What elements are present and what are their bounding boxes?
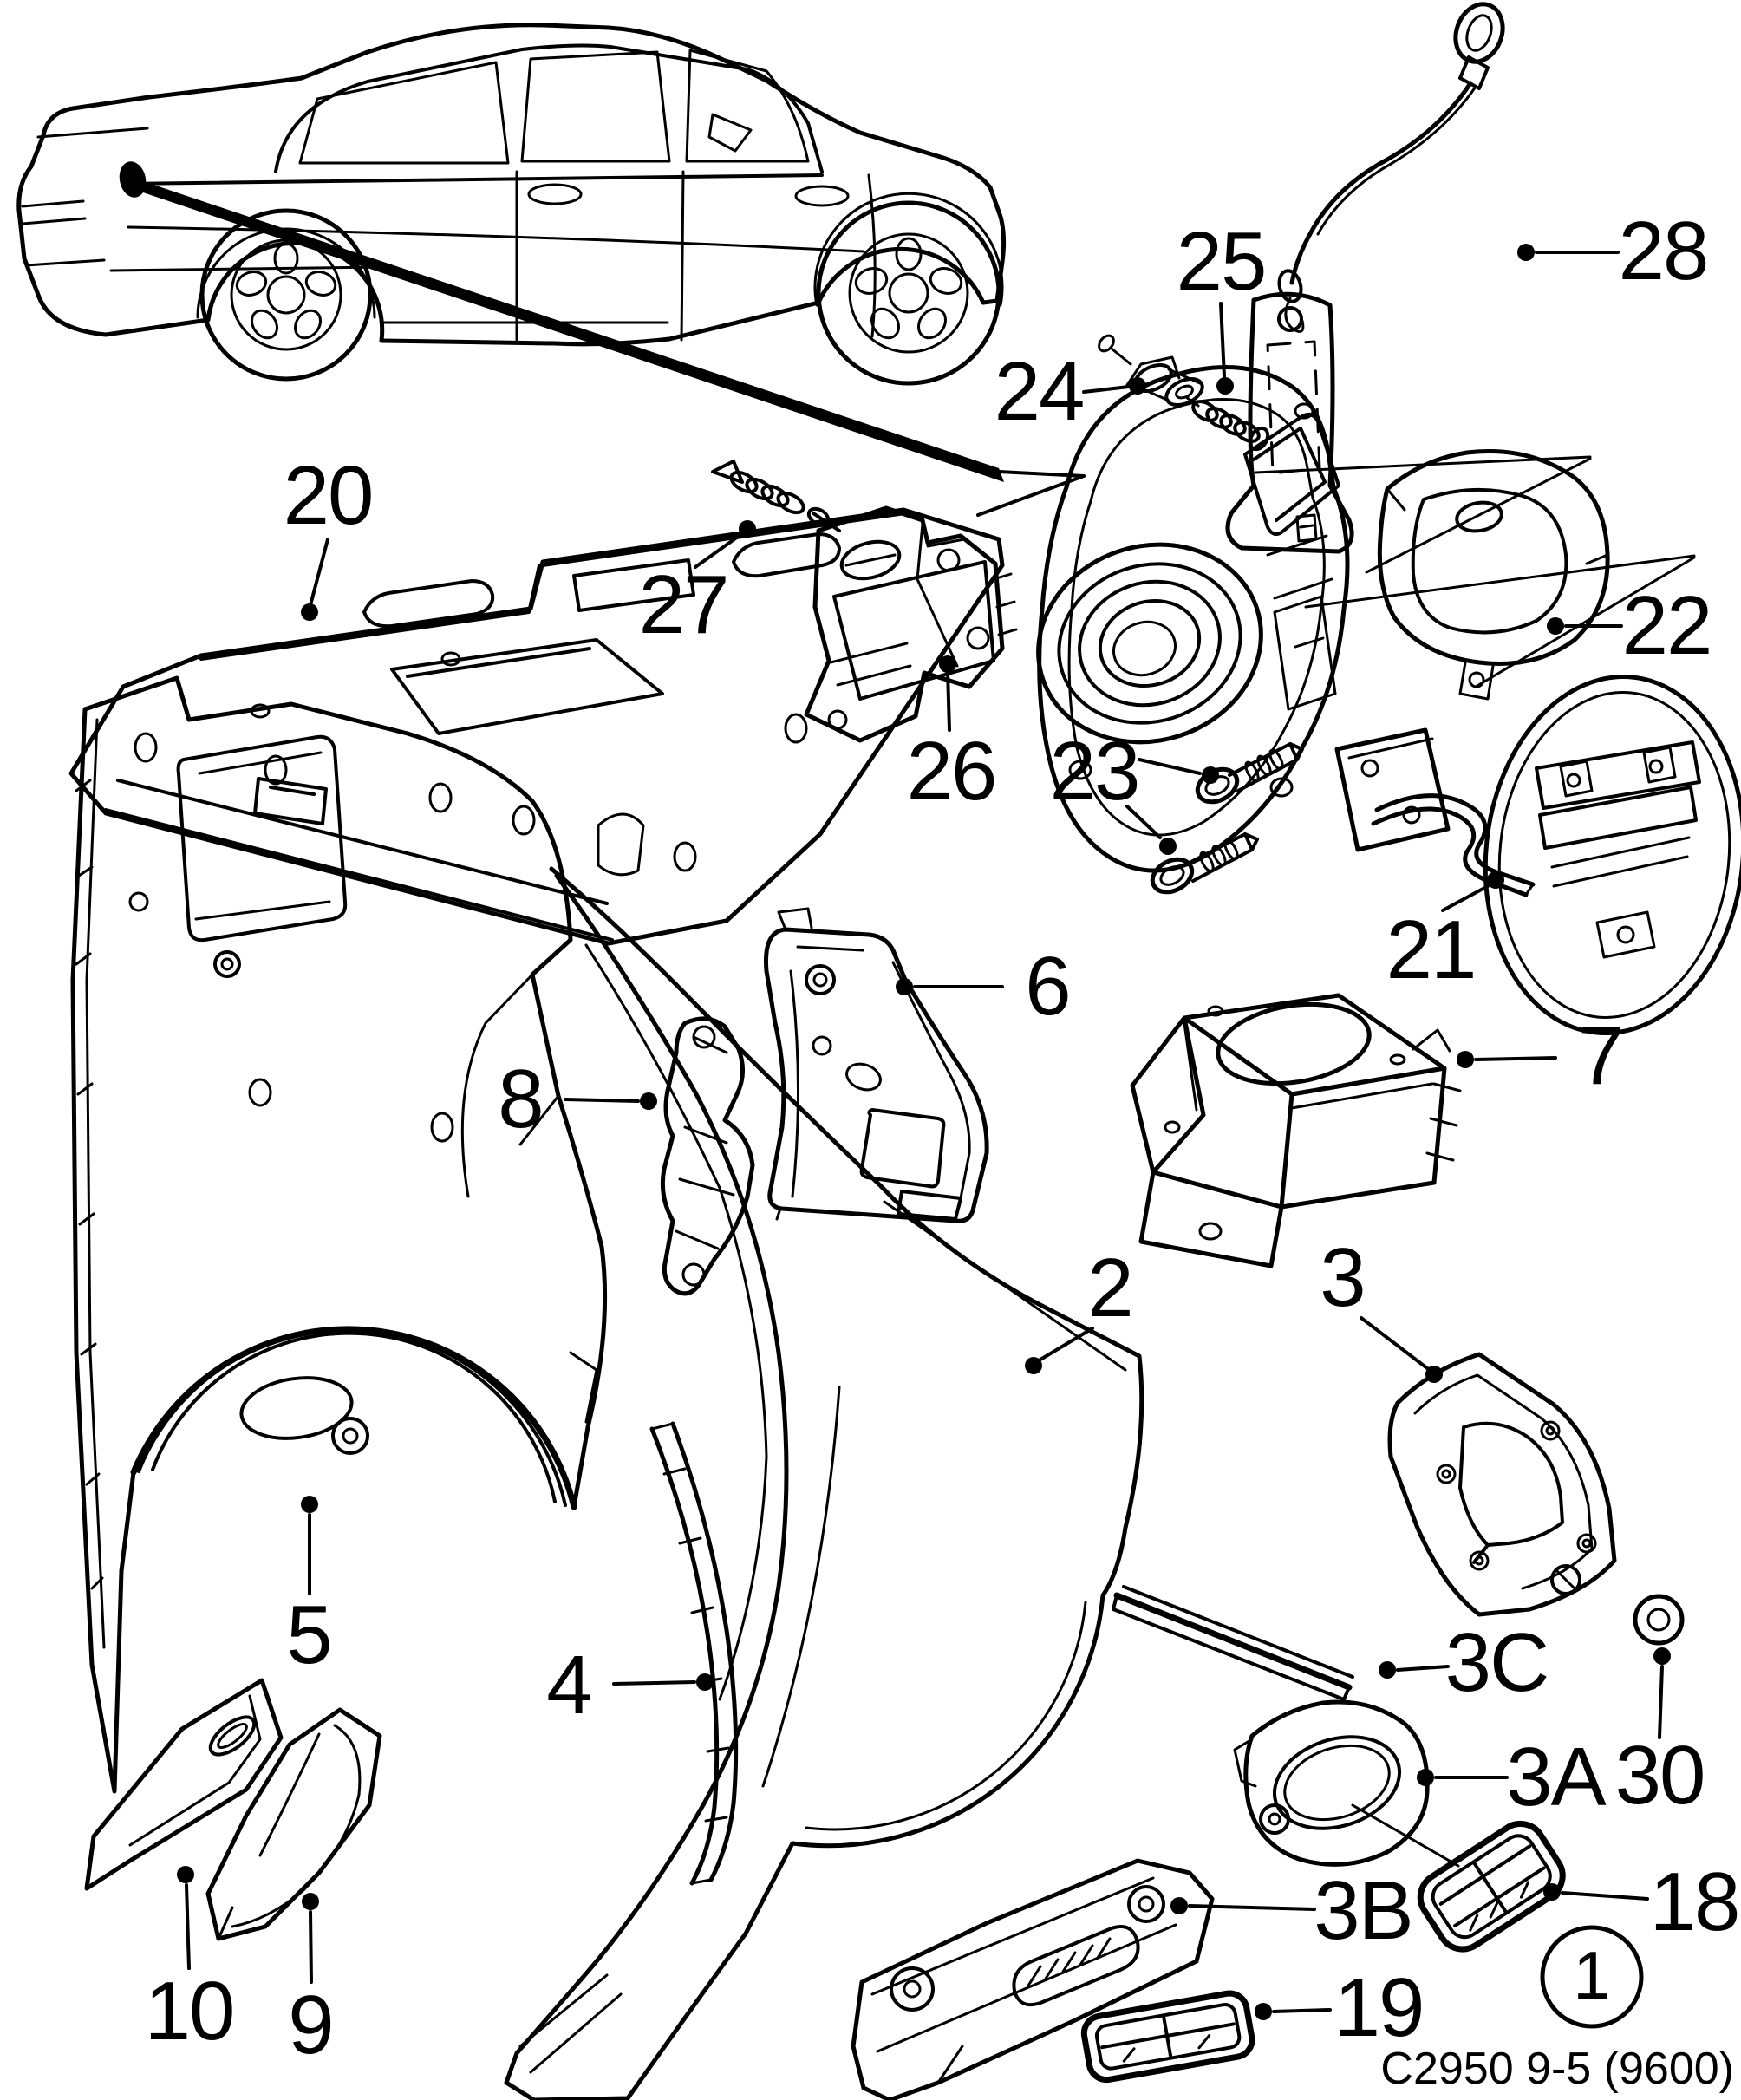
callout-6[interactable]: 6 [1025, 940, 1071, 1033]
part-3a-panel [1233, 1699, 1460, 1868]
callout-8[interactable]: 8 [498, 1053, 544, 1145]
callout-2[interactable]: 2 [1087, 1242, 1133, 1334]
callout-22[interactable]: 22 [1621, 579, 1713, 672]
filler-flap-hinge [1334, 727, 1536, 897]
callout-21[interactable]: 21 [1386, 903, 1477, 996]
part-30-grommet [1633, 1594, 1685, 1646]
callout-3b[interactable]: 3B [1314, 1864, 1413, 1957]
sheet-number: 1 [1573, 1937, 1611, 2013]
fuel-door-location-marker [119, 161, 147, 198]
callout-5[interactable]: 5 [286, 1588, 332, 1681]
callout-3c[interactable]: 3C [1444, 1616, 1550, 1709]
car-side-view-illustration [16, 23, 1007, 386]
part-22-filler-pocket [1377, 449, 1610, 701]
part-28-cap-tether [1225, 2, 1505, 554]
part-2-quarter-panel [504, 866, 1144, 2100]
part-8-reinforcement [660, 1016, 755, 1296]
part-3b-bracket [851, 1858, 1215, 2100]
callout-4[interactable]: 4 [546, 1639, 592, 1732]
callout-20[interactable]: 20 [283, 449, 375, 542]
callout-9[interactable]: 9 [288, 1979, 334, 2071]
part-9-lower-panel [205, 1707, 382, 1941]
part-26-hinge-bracket [804, 505, 1018, 743]
callout-26[interactable]: 26 [906, 725, 998, 818]
callout-leaders [177, 244, 1671, 2020]
part-27-screw [711, 460, 841, 532]
callout-3a[interactable]: 3A [1506, 1731, 1606, 1823]
part-20-rear-shelf-panel [68, 507, 1005, 946]
callout-30[interactable]: 30 [1614, 1729, 1706, 1822]
part-3-tail-lamp-pocket [1387, 1352, 1617, 1617]
callout-3[interactable]: 3 [1320, 1231, 1366, 1324]
part-3c-strip [1112, 1585, 1354, 1701]
callout-18[interactable]: 18 [1649, 1855, 1741, 1948]
callout-28[interactable]: 28 [1618, 205, 1710, 297]
part-18-vent-grille [1417, 1820, 1566, 1953]
part-19-vent-grille [1080, 1990, 1255, 2084]
callout-7[interactable]: 7 [1578, 1009, 1624, 1102]
part-6-pillar-inner-panel [763, 907, 989, 1223]
callout-27[interactable]: 27 [638, 558, 730, 651]
callout-23[interactable]: 23 [1049, 725, 1141, 818]
callout-10[interactable]: 10 [144, 1965, 236, 2058]
location-pointer-line [135, 179, 1086, 517]
diagram-caption: C2950 9-5 (9600) [1380, 2044, 1734, 2094]
callout-19[interactable]: 19 [1333, 1961, 1425, 2054]
sheet-number-circle [1540, 1925, 1644, 2029]
part-21-filler-flap [1483, 675, 1741, 1035]
part-7-filler-support-bracket [1130, 993, 1462, 1268]
part-10-lower-panel [84, 1678, 284, 1891]
callout-24[interactable]: 24 [994, 345, 1086, 438]
callout-25[interactable]: 25 [1176, 215, 1268, 308]
part-4-sealing-channel-strip [649, 1421, 739, 1886]
part-24-25-fasteners [1098, 334, 1270, 452]
part-5-quarter-inner-panel [70, 675, 608, 1794]
